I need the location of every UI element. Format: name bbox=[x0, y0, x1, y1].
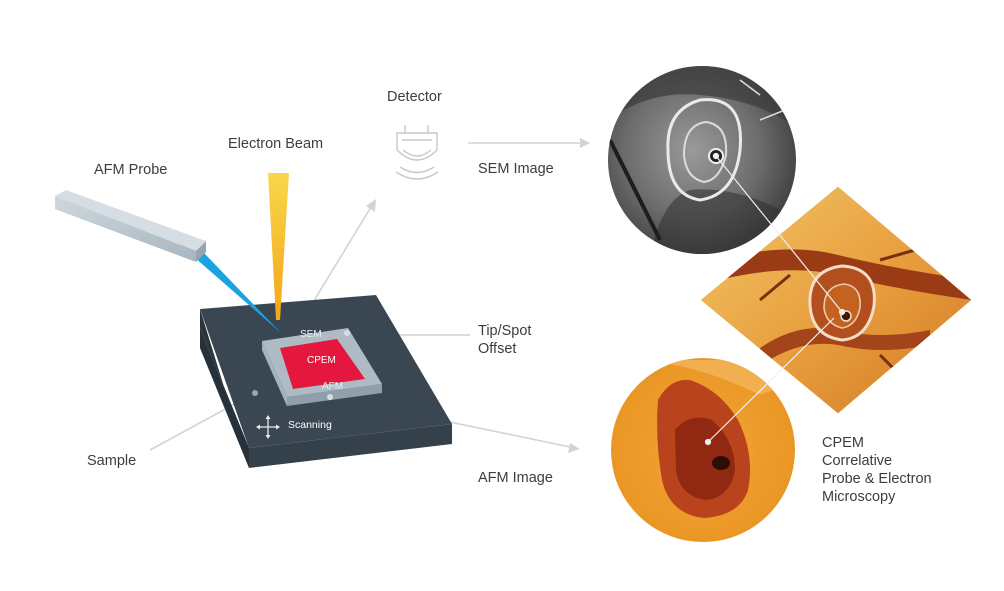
electron-beam bbox=[268, 173, 289, 320]
correlation-lines bbox=[704, 152, 846, 446]
cpem-label-1: CPEM bbox=[822, 435, 864, 451]
scanning-arrows-icon bbox=[256, 415, 280, 439]
sample-label: Sample bbox=[87, 453, 137, 469]
probe-cantilever-top bbox=[55, 190, 206, 251]
scanning-label: Scanning bbox=[288, 419, 332, 431]
sem-image-label: SEM Image bbox=[478, 161, 554, 177]
sample-front-face bbox=[249, 424, 452, 468]
afm-mark-label: AFM bbox=[322, 381, 344, 392]
afm-probe bbox=[55, 190, 281, 333]
glass-layer-side bbox=[262, 341, 287, 406]
afm-probe-label: AFM Probe bbox=[94, 162, 168, 178]
cpem-map bbox=[699, 185, 973, 415]
glass-layer-front bbox=[287, 384, 382, 406]
tip-spot-offset-label-2: Offset bbox=[478, 341, 517, 357]
sem-mark-label: SEM bbox=[300, 329, 322, 340]
cpem-label-4: Microscopy bbox=[822, 489, 896, 505]
sample-side-front bbox=[200, 328, 249, 468]
cpem-label-3: Probe & Electron bbox=[822, 471, 932, 487]
afm-image-label: AFM Image bbox=[478, 470, 553, 486]
probe-cantilever-end bbox=[196, 241, 206, 262]
afm-spot-dot bbox=[327, 394, 333, 400]
detector-label: Detector bbox=[387, 89, 442, 105]
sem-image bbox=[608, 66, 796, 254]
probe-beam-cone bbox=[178, 243, 281, 333]
cpem-label-2: Correlative bbox=[822, 453, 893, 469]
sem-spot-dot bbox=[344, 330, 350, 336]
arrowhead-sem bbox=[580, 138, 590, 148]
tip-spot-offset-label-1: Tip/Spot bbox=[478, 323, 532, 339]
arrowhead-detector bbox=[366, 199, 376, 212]
electron-beam-label: Electron Beam bbox=[228, 136, 324, 152]
cpem-mark-label: CPEM bbox=[307, 355, 336, 366]
sample-block bbox=[200, 295, 452, 468]
arrowhead-afm bbox=[568, 443, 580, 453]
detector-icon bbox=[395, 125, 439, 180]
cpem-area bbox=[280, 339, 365, 389]
probe-cantilever-face bbox=[55, 196, 196, 262]
sample-spot-dot bbox=[252, 390, 258, 396]
afm-image bbox=[611, 358, 795, 542]
